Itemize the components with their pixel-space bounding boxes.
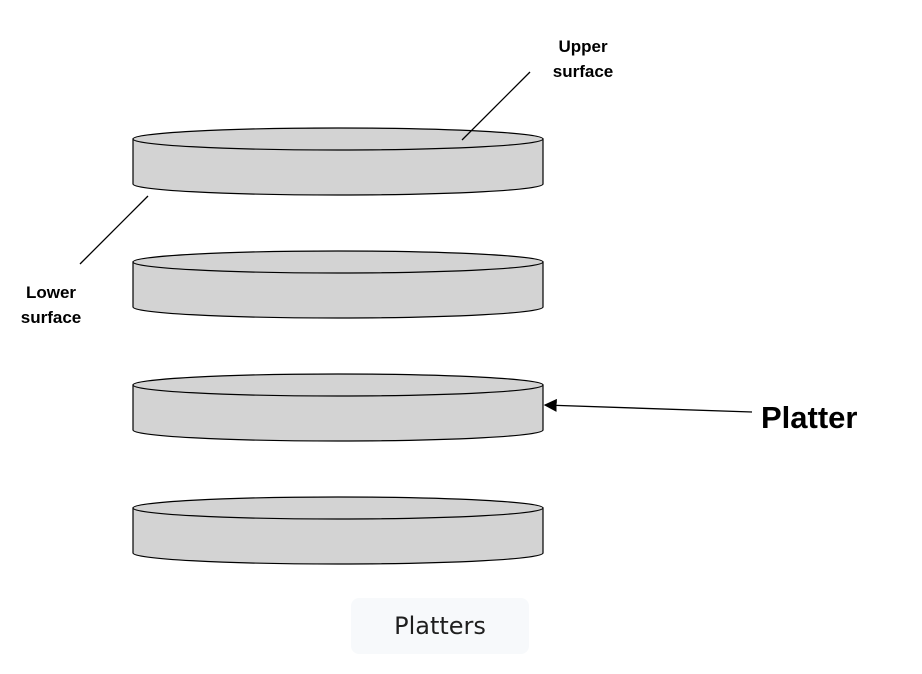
platter-arrow xyxy=(543,398,753,413)
lower-surface-label-line2: surface xyxy=(21,308,81,327)
platter-3 xyxy=(132,373,544,442)
platter-2 xyxy=(132,250,544,319)
platter-1 xyxy=(132,127,544,196)
upper-surface-label-line1: Upper xyxy=(558,37,608,56)
platter-4 xyxy=(132,496,544,565)
lower-surface-label-line1: Lower xyxy=(26,283,76,302)
upper-surface-leader-line xyxy=(461,71,531,141)
upper-surface-label-line2: surface xyxy=(553,62,613,81)
lower-surface-leader-line xyxy=(79,195,149,265)
caption-text: Platters xyxy=(394,612,486,640)
platter-label: Platter xyxy=(761,400,857,435)
caption-box: Platters xyxy=(351,598,529,654)
